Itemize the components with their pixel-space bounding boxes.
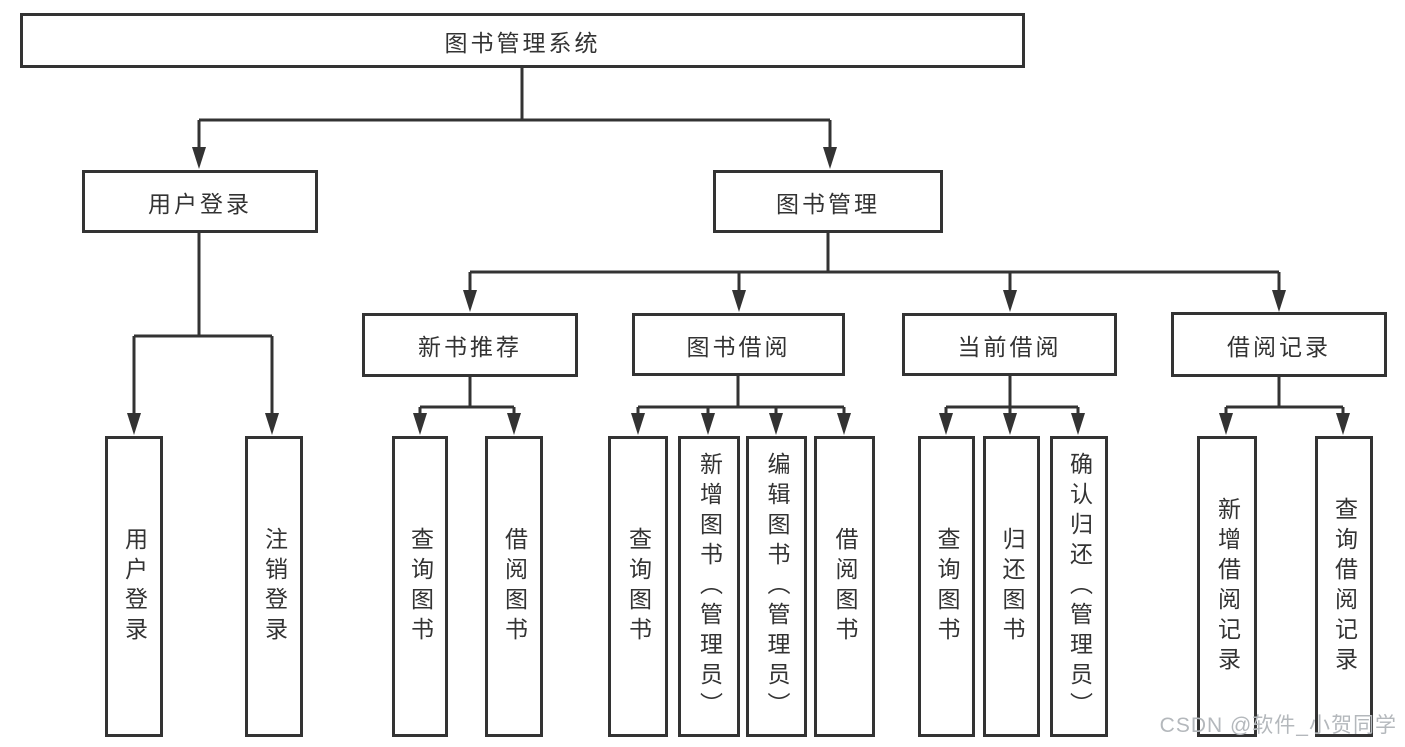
leaf-label: 归还图书 [999, 526, 1025, 647]
arrowhead-icon [413, 413, 427, 435]
leaf-label: 新增借阅记录 [1214, 496, 1241, 677]
arrowhead-icon [823, 147, 837, 169]
leaf-label: 新增图书（管理员） [696, 451, 723, 722]
node-book-borrowing: 图书借阅 [632, 313, 845, 376]
arrowhead-icon [507, 413, 521, 435]
node-new-book-recommend: 新书推荐 [362, 313, 578, 377]
arrowhead-icon [1219, 413, 1233, 435]
arrowhead-icon [192, 147, 206, 169]
arrowhead-icon [837, 413, 851, 435]
arrowhead-icon [939, 413, 953, 435]
leaf-user-login: 用户登录 [105, 436, 163, 737]
arrowhead-icon [1071, 413, 1085, 435]
csdn-watermark: CSDN @软件_小贺同学 [1159, 714, 1397, 737]
leaf-current-confirm-return-admin: 确认归还（管理员） [1050, 436, 1108, 737]
leaf-borrowing-add-books-admin: 新增图书（管理员） [678, 436, 740, 737]
leaf-label: 查询图书 [934, 526, 960, 647]
leaf-label: 借阅图书 [832, 526, 858, 647]
arrowhead-icon [1003, 413, 1017, 435]
node-borrowing-records: 借阅记录 [1171, 312, 1387, 377]
arrowhead-icon [265, 413, 279, 435]
arrowhead-icon [631, 413, 645, 435]
leaf-current-return-books: 归还图书 [983, 436, 1040, 737]
arrowhead-icon [1336, 413, 1350, 435]
leaf-newbook-borrow-books: 借阅图书 [485, 436, 543, 737]
arrowhead-group [127, 147, 1350, 435]
leaf-borrowing-query-books: 查询图书 [608, 436, 668, 737]
leaf-label: 注销登录 [261, 526, 288, 647]
arrowhead-icon [732, 290, 746, 312]
leaf-label: 借阅图书 [501, 526, 528, 647]
leaf-label: 用户登录 [121, 526, 148, 647]
node-root: 图书管理系统 [20, 13, 1025, 68]
arrowhead-icon [127, 413, 141, 435]
leaf-records-add-record: 新增借阅记录 [1197, 436, 1257, 737]
node-book-management: 图书管理 [713, 170, 943, 233]
leaf-current-query-books: 查询图书 [918, 436, 975, 737]
leaf-label: 查询借阅记录 [1331, 496, 1358, 677]
leaf-borrowing-edit-books-admin: 编辑图书（管理员） [746, 436, 807, 737]
leaf-logout: 注销登录 [245, 436, 303, 737]
arrowhead-icon [701, 413, 715, 435]
arrowhead-icon [1003, 290, 1017, 312]
leaf-label: 编辑图书（管理员） [764, 451, 790, 722]
arrowhead-icon [1272, 290, 1286, 312]
leaf-label: 查询图书 [625, 526, 652, 647]
leaf-newbook-query-books: 查询图书 [392, 436, 448, 737]
leaf-label: 查询图书 [407, 526, 434, 647]
leaf-label: 确认归还（管理员） [1066, 451, 1093, 722]
arrowhead-icon [463, 290, 477, 312]
arrowhead-icon [769, 413, 783, 435]
node-user-login: 用户登录 [82, 170, 318, 233]
node-current-borrowing: 当前借阅 [902, 313, 1117, 376]
leaf-borrowing-borrow-books: 借阅图书 [814, 436, 875, 737]
leaf-records-query-record: 查询借阅记录 [1315, 436, 1373, 737]
